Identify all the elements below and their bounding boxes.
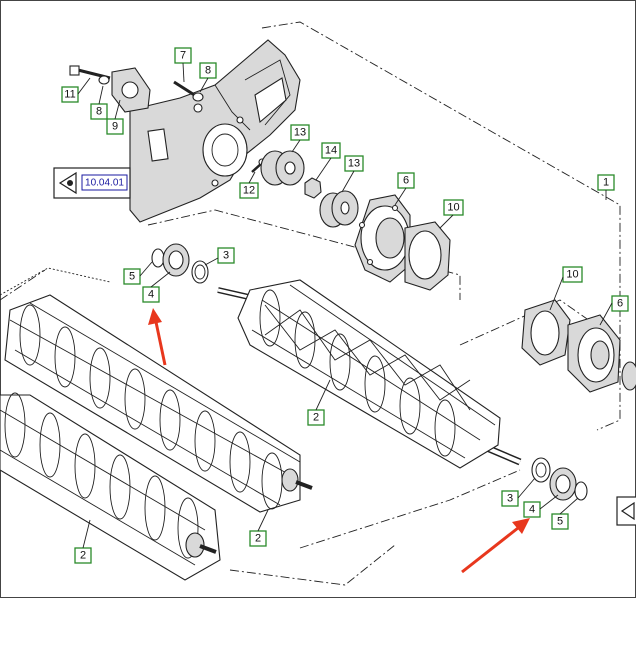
svg-text:11: 11 bbox=[64, 89, 75, 101]
callout-4[interactable]: 4 bbox=[142, 286, 160, 303]
ring-10-upper bbox=[404, 221, 451, 291]
svg-text:7: 7 bbox=[180, 50, 186, 62]
svg-text:3: 3 bbox=[507, 493, 513, 505]
bushing-13b bbox=[319, 190, 359, 228]
callout-14[interactable]: 14 bbox=[321, 142, 341, 159]
svg-text:1: 1 bbox=[603, 177, 609, 189]
reference-link-box[interactable]: 10.04.01 bbox=[53, 167, 131, 199]
svg-text:5: 5 bbox=[557, 516, 563, 528]
svg-text:3: 3 bbox=[223, 250, 229, 262]
red-arrow-upper bbox=[148, 308, 167, 366]
svg-text:8: 8 bbox=[205, 65, 211, 77]
roller-center bbox=[217, 279, 522, 469]
callout-10[interactable]: 10 bbox=[443, 199, 464, 216]
svg-text:9: 9 bbox=[112, 121, 118, 133]
callout-5[interactable]: 5 bbox=[123, 268, 141, 285]
svg-text:4: 4 bbox=[148, 289, 154, 301]
reference-link-label[interactable]: 10.04.01 bbox=[85, 178, 124, 189]
callout-3[interactable]: 3 bbox=[501, 490, 519, 507]
callout-2[interactable]: 2 bbox=[307, 409, 325, 426]
callout-9[interactable]: 9 bbox=[106, 118, 124, 135]
svg-text:2: 2 bbox=[80, 550, 86, 562]
view-eye-icon bbox=[620, 501, 635, 521]
bearing-set-left bbox=[151, 243, 209, 284]
callout-13[interactable]: 13 bbox=[344, 155, 364, 172]
side-plate bbox=[129, 39, 301, 223]
washer-8 bbox=[98, 75, 110, 85]
callout-10[interactable]: 10 bbox=[562, 266, 583, 283]
svg-text:6: 6 bbox=[617, 298, 623, 310]
flange-6-right bbox=[567, 314, 636, 393]
assembly-boundary-lines bbox=[0, 21, 621, 586]
svg-text:2: 2 bbox=[313, 412, 319, 424]
svg-text:8: 8 bbox=[96, 106, 102, 118]
roller-left-upper bbox=[4, 294, 313, 513]
bolt-7 bbox=[173, 80, 204, 102]
red-arrow-lower bbox=[461, 518, 530, 574]
flange-6-upper bbox=[354, 194, 411, 283]
callout-2[interactable]: 2 bbox=[249, 530, 267, 547]
svg-text:4: 4 bbox=[529, 504, 535, 516]
callout-7[interactable]: 7 bbox=[174, 47, 192, 64]
callout-8[interactable]: 8 bbox=[199, 62, 217, 79]
callout-12[interactable]: 12 bbox=[239, 182, 259, 199]
callout-3[interactable]: 3 bbox=[217, 247, 235, 264]
ring-10-right bbox=[521, 299, 571, 366]
callout-4[interactable]: 4 bbox=[523, 501, 541, 518]
leader-lines bbox=[77, 62, 613, 549]
view-eye-icon bbox=[58, 171, 77, 195]
callout-6[interactable]: 6 bbox=[397, 172, 415, 189]
svg-text:10: 10 bbox=[447, 202, 459, 214]
svg-text:14: 14 bbox=[325, 145, 337, 157]
reference-link-box-edge[interactable] bbox=[616, 496, 636, 526]
callout-5[interactable]: 5 bbox=[551, 513, 569, 530]
nut-14 bbox=[304, 177, 322, 199]
svg-text:5: 5 bbox=[129, 271, 135, 283]
callout-2[interactable]: 2 bbox=[74, 547, 92, 564]
bearing-set-right bbox=[531, 457, 588, 501]
bushing-13a bbox=[260, 150, 305, 186]
svg-text:13: 13 bbox=[294, 127, 306, 139]
svg-text:13: 13 bbox=[348, 158, 360, 170]
flange-9 bbox=[111, 67, 151, 113]
svg-text:12: 12 bbox=[243, 185, 255, 197]
callout-8[interactable]: 8 bbox=[90, 103, 108, 120]
callout-6[interactable]: 6 bbox=[611, 295, 629, 312]
svg-text:6: 6 bbox=[403, 175, 409, 187]
callout-11[interactable]: 11 bbox=[61, 86, 79, 103]
svg-text:2: 2 bbox=[255, 533, 261, 545]
callout-13[interactable]: 13 bbox=[290, 124, 310, 141]
callout-1[interactable]: 1 bbox=[597, 174, 615, 191]
svg-text:10: 10 bbox=[566, 269, 578, 281]
roller-left-lower bbox=[0, 392, 221, 581]
